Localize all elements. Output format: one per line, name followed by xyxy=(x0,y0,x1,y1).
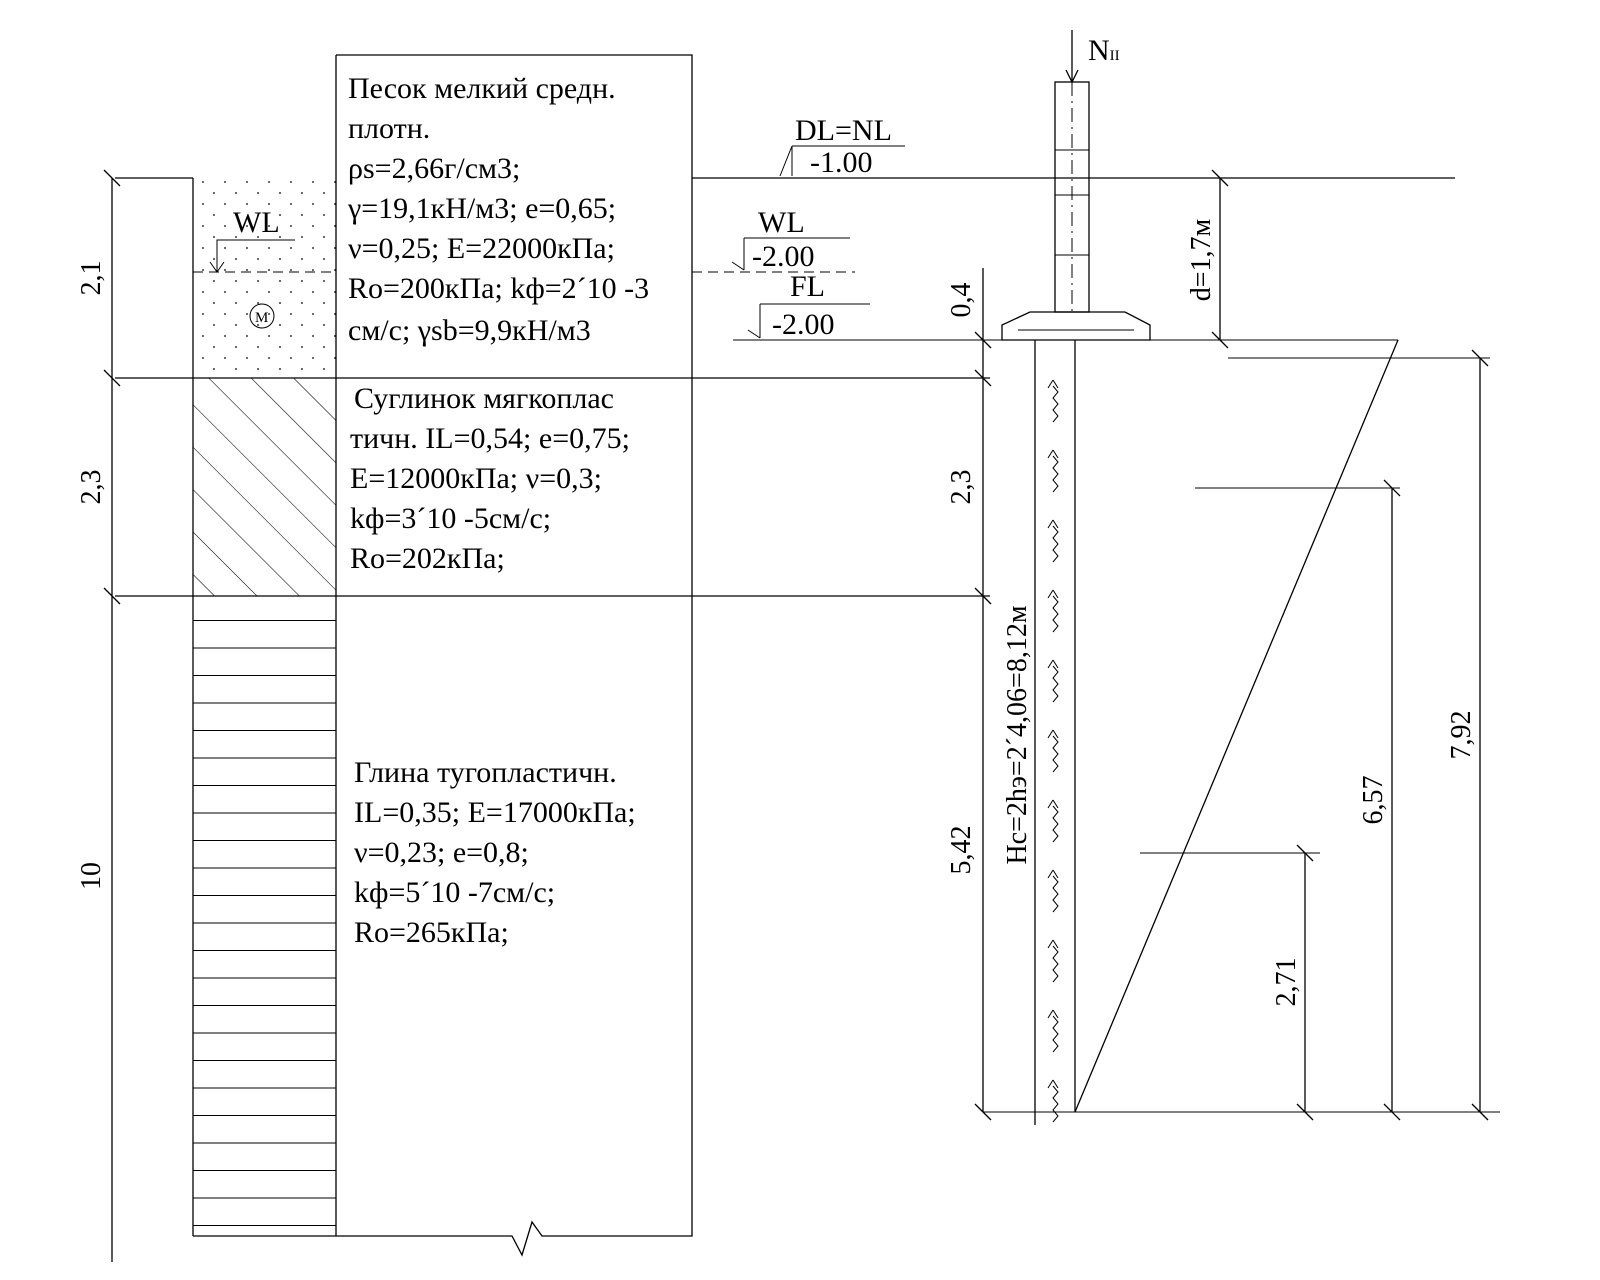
dl-nl-value: -1.00 xyxy=(810,146,873,179)
soil-symbol-label: М xyxy=(255,310,268,326)
clay-line-5: Ro=265кПа; xyxy=(354,916,509,949)
compressible-depth-label: Hc=2hэ=2´4,06=8,12м xyxy=(1002,605,1033,864)
seepage-arrow xyxy=(1047,799,1059,843)
clay-fill xyxy=(193,596,336,1236)
sand-line-3: ρs=2,66г/см3; xyxy=(348,152,520,185)
fl-label: FL xyxy=(790,270,825,303)
wl-column-label: WL xyxy=(233,206,280,239)
sand-line-6: Ro=200кПа; kф=2´10 -3 xyxy=(348,272,649,305)
clay-line-1: Глина тугопластичн. xyxy=(354,756,617,789)
dim-7-92: 7,92 xyxy=(1446,711,1477,760)
foundation-footing xyxy=(1001,311,1151,341)
loam-line-4: kф=3´10 -5см/с; xyxy=(350,502,551,535)
seepage-arrows xyxy=(1047,379,1059,1123)
stress-diagram: 7,92 6,57 2,71 xyxy=(1074,339,1500,1121)
load-label: NII xyxy=(1088,34,1120,67)
left-dimension-chain: 2,1 2,3 10 xyxy=(76,169,121,1262)
level-marks: DL=NL -1.00 WL -2.00 FL -2.00 xyxy=(731,114,1002,341)
compressible-zone: Hc=2hэ=2´4,06=8,12м xyxy=(983,340,1076,1125)
dim-2-3: 2,3 xyxy=(946,470,977,505)
loam-thickness: 2,3 xyxy=(76,470,107,505)
dim-0-4: 0,4 xyxy=(946,283,977,318)
seepage-arrow xyxy=(1047,729,1059,773)
seepage-arrow xyxy=(1047,519,1059,563)
loam-line-5: Ro=202кПа; xyxy=(350,542,505,575)
fl-value: -2.00 xyxy=(772,308,835,341)
wl-label: WL xyxy=(758,206,805,239)
loam-line-1: Суглинок мягкоплас xyxy=(354,382,614,415)
sand-line-2: плотн. xyxy=(348,112,430,145)
dim-2-71: 2,71 xyxy=(1271,958,1302,1007)
wl-value: -2.00 xyxy=(752,240,815,273)
soil-symbol xyxy=(249,303,275,329)
seepage-arrow xyxy=(1047,939,1059,983)
dl-nl-label: DL=NL xyxy=(795,114,892,147)
description-box xyxy=(336,54,693,1257)
seepage-arrow xyxy=(1047,449,1059,493)
clay-line-3: ν=0,23; e=0,8; xyxy=(354,836,529,869)
depth-label: d=1,7м xyxy=(1186,218,1217,301)
seepage-arrow xyxy=(1047,1009,1059,1053)
layer-descriptions: Песок мелкий средн. плотн. ρs=2,66г/см3;… xyxy=(347,72,649,949)
sand-fill xyxy=(193,178,336,378)
sand-line-7: см/с; γsb=9,9кН/м3 xyxy=(348,314,591,347)
wl-column-marker xyxy=(216,239,295,272)
sand-line-5: ν=0,25; E=22000кПа; xyxy=(348,232,615,265)
dim-5-42: 5,42 xyxy=(946,826,977,875)
loam-fill xyxy=(193,378,336,596)
seepage-arrow xyxy=(1047,1079,1059,1123)
seepage-arrow xyxy=(1047,379,1059,423)
seepage-arrow xyxy=(1047,869,1059,913)
dim-6-57: 6,57 xyxy=(1358,776,1389,825)
seepage-arrow xyxy=(1047,589,1059,633)
foundation: NII xyxy=(1001,30,1151,341)
sand-line-1: Песок мелкий средн. xyxy=(348,72,616,105)
sand-line-4: γ=19,1кН/м3; e=0,65; xyxy=(347,192,616,225)
foundation-dimensions: 0,4 2,3 5,42 d=1,7м xyxy=(946,169,1398,1121)
clay-line-4: kф=5´10 -7см/с; xyxy=(354,876,555,909)
soil-column: WL М xyxy=(192,55,337,1237)
clay-line-2: IL=0,35; E=17000кПа; xyxy=(354,796,636,829)
seepage-arrow xyxy=(1047,659,1059,703)
clay-thickness: 10 xyxy=(76,862,107,890)
loam-line-3: E=12000кПа; ν=0,3; xyxy=(350,462,602,495)
loam-line-2: тичн. IL=0,54; e=0,75; xyxy=(350,422,630,455)
diagram-slope-line xyxy=(1074,339,1399,1113)
sand-thickness: 2,1 xyxy=(76,261,107,296)
